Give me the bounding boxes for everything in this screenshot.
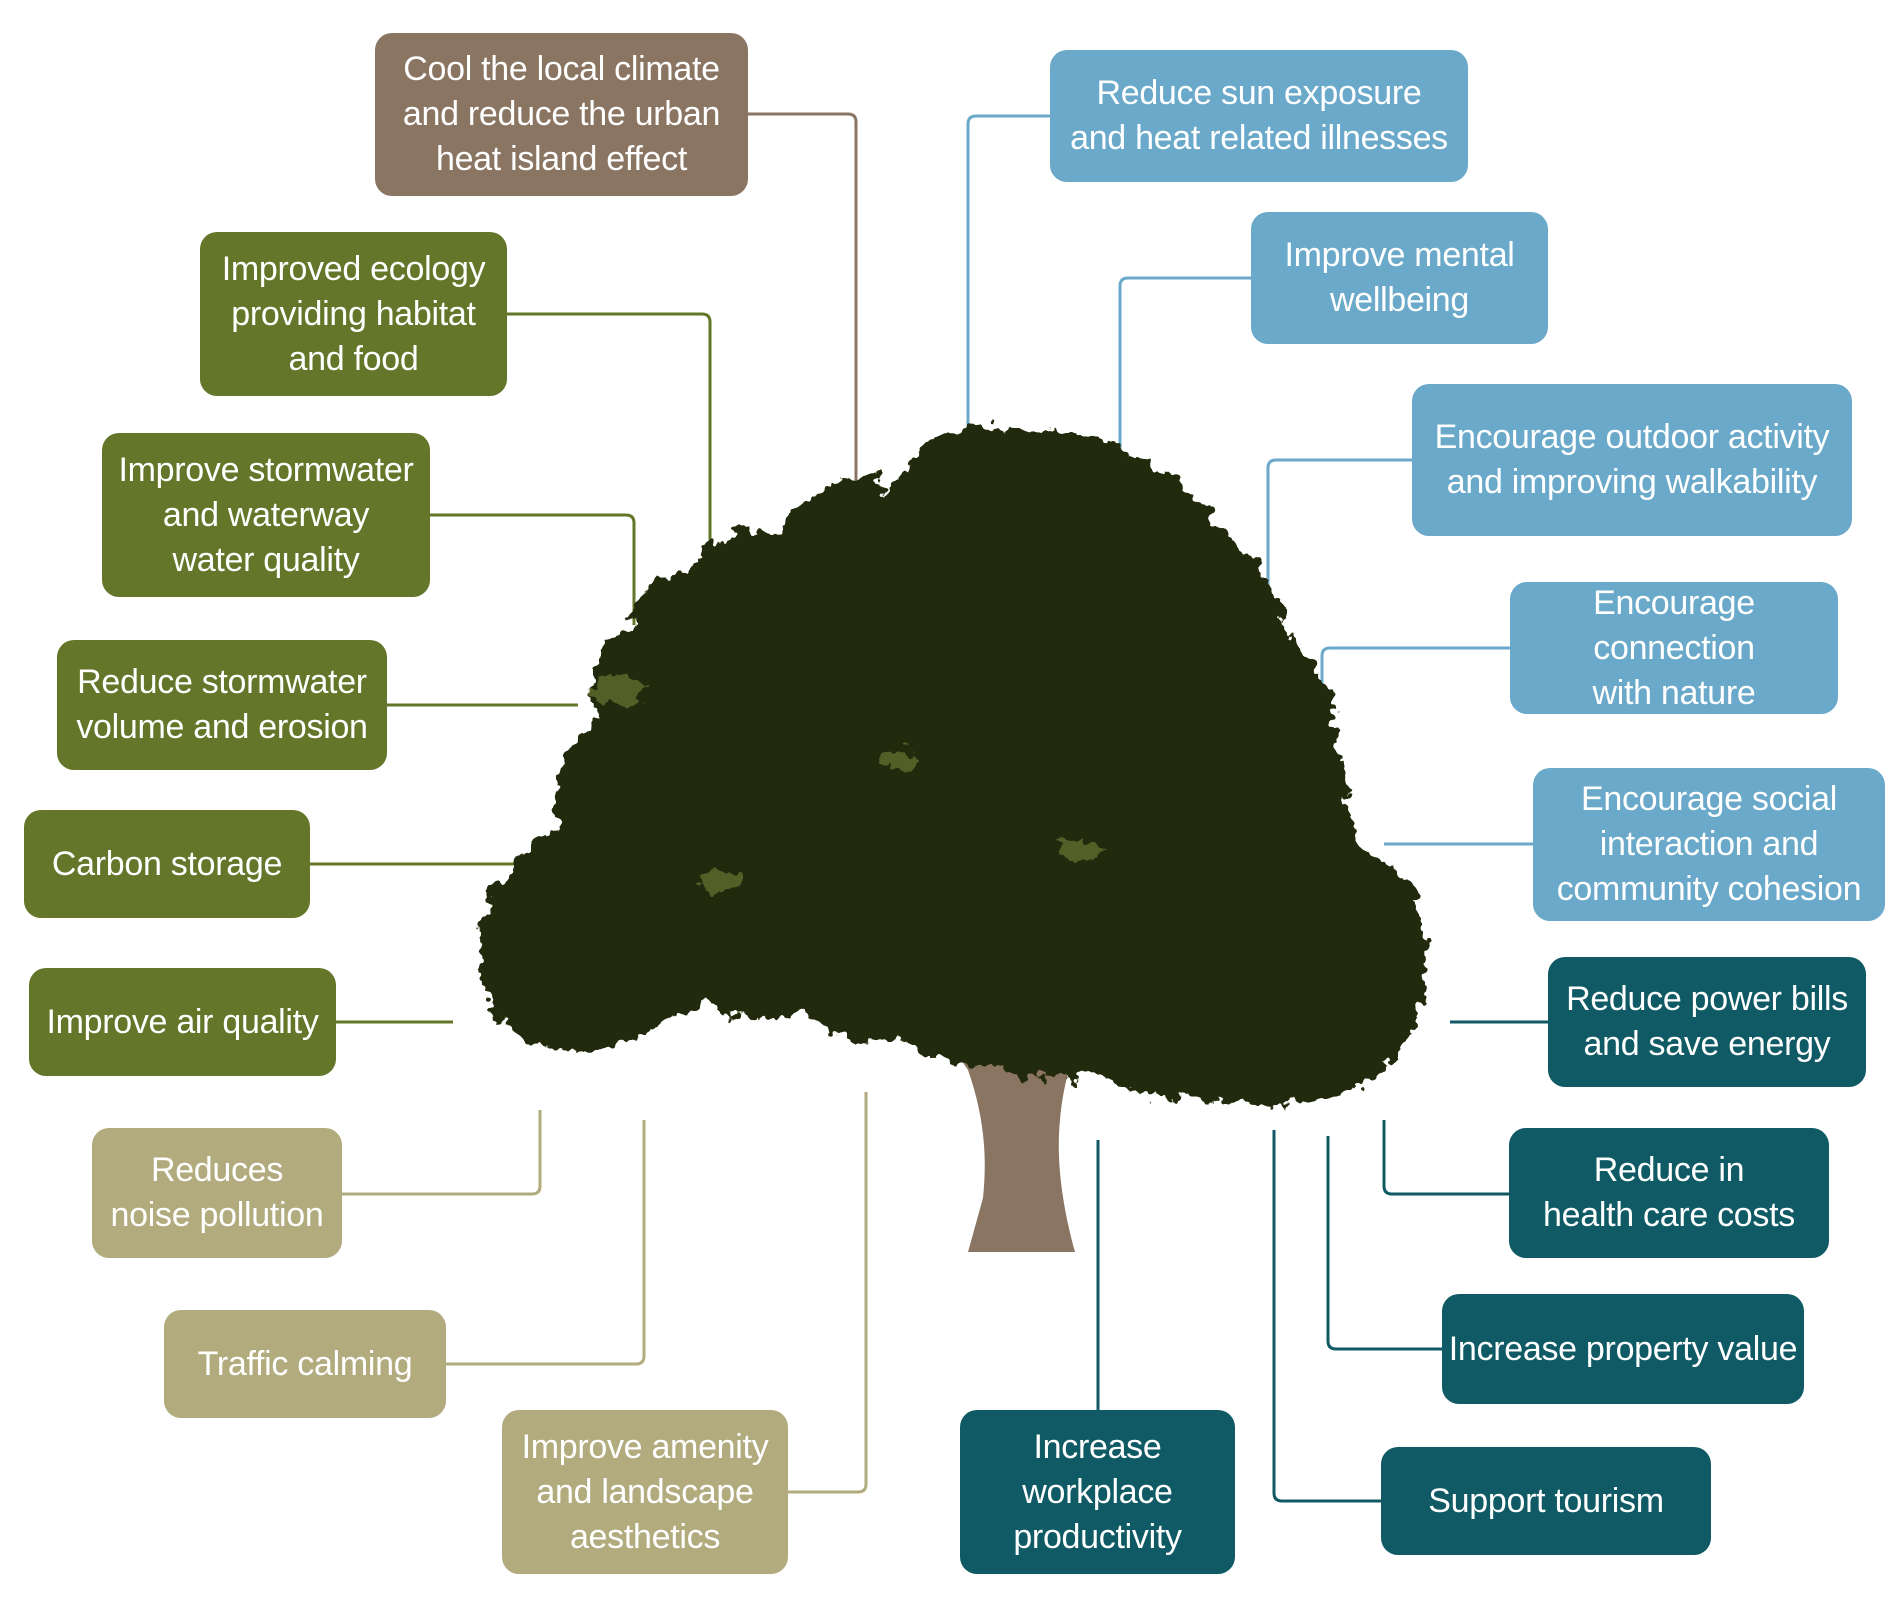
connector-amenity	[788, 1092, 868, 1494]
connector-improved-ecology	[507, 312, 712, 590]
benefit-box-air-quality: Improve air quality	[29, 968, 336, 1076]
connector-property-value	[1326, 1136, 1442, 1351]
connector-mental-wellbeing	[1118, 276, 1251, 560]
connector-cool-climate	[748, 112, 858, 505]
benefit-box-carbon-storage: Carbon storage	[24, 810, 310, 918]
connector-noise-pollution	[342, 1110, 542, 1196]
benefit-box-property-value: Increase property value	[1442, 1294, 1804, 1404]
canopy-highlights	[590, 676, 1106, 890]
highlight	[590, 676, 650, 704]
benefit-box-connection-nature: Encourage connection with nature	[1510, 582, 1838, 714]
tree-canopy	[478, 428, 1426, 1106]
connector-traffic-calming	[446, 1120, 646, 1366]
connector-tourism	[1272, 1130, 1381, 1503]
canopy-shape	[478, 428, 1426, 1106]
highlight	[1054, 841, 1106, 859]
benefit-box-social-interaction: Encourage social interaction and communi…	[1533, 768, 1885, 921]
tree-illustration	[478, 428, 1426, 1252]
benefit-box-stormwater-quality: Improve stormwater and waterway water qu…	[102, 433, 430, 597]
benefit-box-amenity: Improve amenity and landscape aesthetics	[502, 1410, 788, 1574]
benefit-box-health-care: Reduce in health care costs	[1509, 1128, 1829, 1258]
benefit-box-workplace-productivity: Increase workplace productivity	[960, 1410, 1235, 1574]
benefit-box-outdoor-activity: Encourage outdoor activity and improving…	[1412, 384, 1852, 536]
benefit-box-stormwater-volume: Reduce stormwater volume and erosion	[57, 640, 387, 770]
connector-health-care	[1382, 1120, 1509, 1196]
benefit-box-traffic-calming: Traffic calming	[164, 1310, 446, 1418]
connector-connection-nature	[1320, 646, 1510, 718]
highlight	[698, 870, 742, 890]
connector-lines	[310, 112, 1548, 1503]
benefit-box-cool-climate: Cool the local climate and reduce the ur…	[375, 33, 748, 196]
benefit-box-sun-exposure: Reduce sun exposure and heat related ill…	[1050, 50, 1468, 182]
benefit-box-tourism: Support tourism	[1381, 1447, 1711, 1555]
connector-sun-exposure	[966, 114, 1050, 505]
benefit-box-improved-ecology: Improved ecology providing habitat and f…	[200, 232, 507, 396]
benefit-box-mental-wellbeing: Improve mental wellbeing	[1251, 212, 1548, 344]
highlight	[880, 752, 920, 768]
benefit-box-noise-pollution: Reduces noise pollution	[92, 1128, 342, 1258]
connector-stormwater-quality	[430, 513, 636, 625]
benefit-box-power-bills: Reduce power bills and save energy	[1548, 957, 1866, 1087]
connector-outdoor-activity	[1266, 458, 1412, 640]
